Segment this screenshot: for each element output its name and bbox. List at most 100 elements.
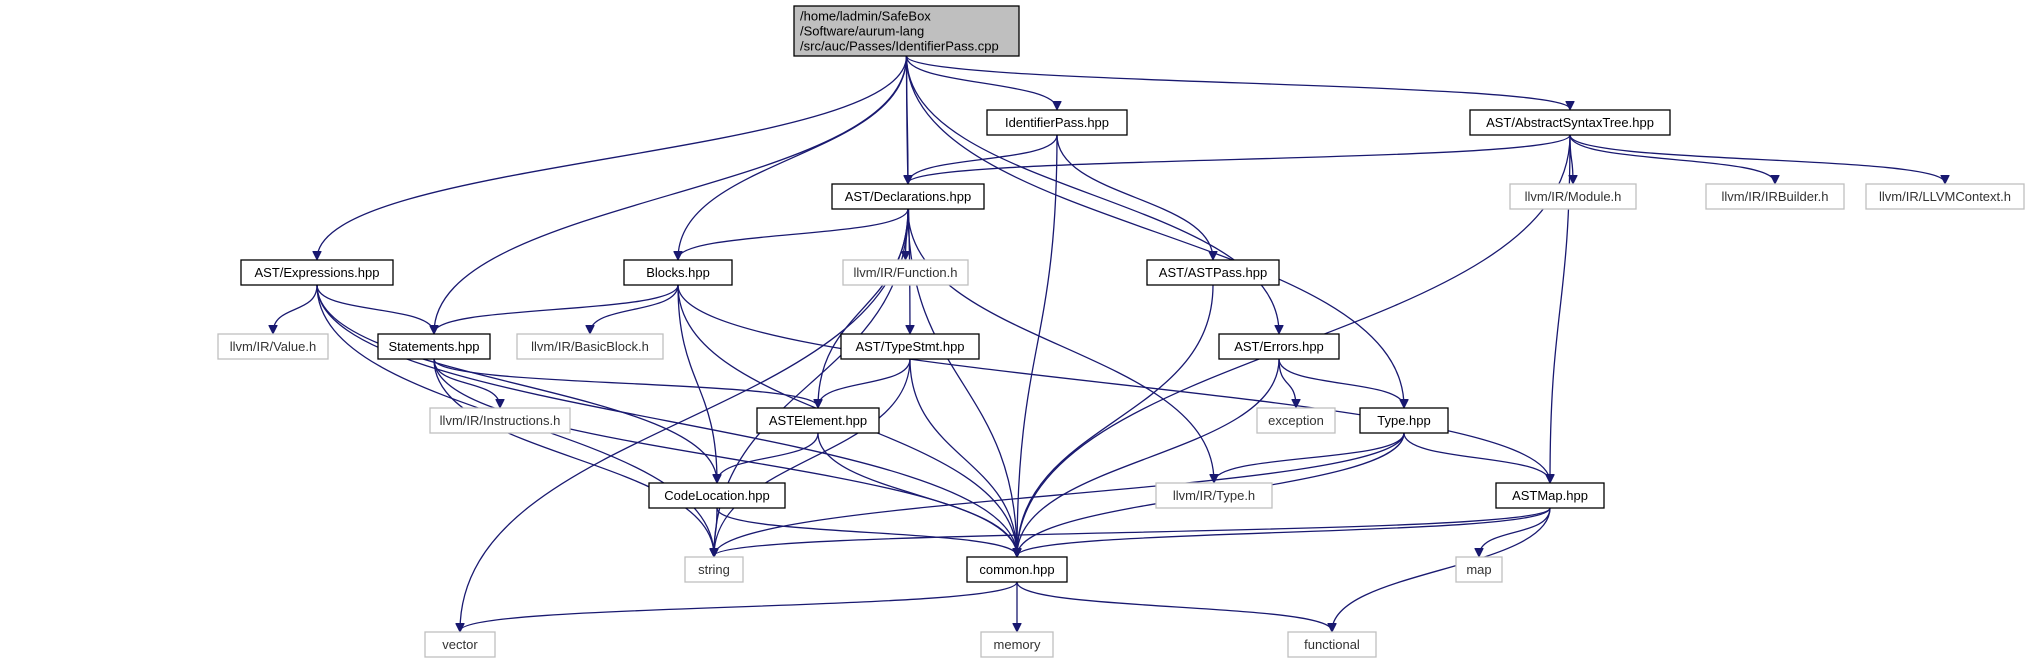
nodes-layer: /home/ladmin/SafeBox/Software/aurum-lang… [217,5,2025,658]
edge-astmap-to-common [1017,507,1551,556]
node-box [648,482,786,509]
edge-ast-abstractsyntaxtree-to-ast-declarations [908,134,1571,183]
node-box [1256,407,1336,434]
node-label: llvm/IR/Function.h [853,265,957,280]
node-box [1155,482,1273,509]
edge-ast-typestmt-to-common [909,358,1017,556]
edge-root-to-ast-abstractsyntaxtree [905,55,1571,109]
node-box [793,5,1020,57]
node-label: AST/TypeStmt.hpp [855,339,964,354]
edge-astelement-to-codelocation [717,432,819,482]
node-label: map [1466,562,1491,577]
node-label: llvm/IR/BasicBlock.h [531,339,649,354]
node-label: /src/auc/Passes/IdentifierPass.cpp [800,39,999,54]
node-memory: memory [980,631,1054,658]
edge-type-to-string [714,432,1405,556]
edge-statements-to-string [433,358,714,556]
node-label: AST/Errors.hpp [1234,339,1324,354]
node-label: string [698,562,730,577]
edge-common-to-functional [1016,581,1332,631]
node-blocks[interactable]: Blocks.hpp [623,259,733,286]
edge-root-to-identifierpass [905,55,1058,109]
node-llvm-type: llvm/IR/Type.h [1155,482,1273,509]
edge-root-to-statements [434,55,908,333]
edge-codelocation-to-string [714,507,717,556]
node-statements[interactable]: Statements.hpp [377,333,491,360]
node-ast-typestmt[interactable]: AST/TypeStmt.hpp [840,333,980,360]
edge-ast-expressions-to-common [316,284,1017,556]
node-box [840,333,980,360]
node-box [424,631,496,658]
node-llvm-function: llvm/IR/Function.h [842,259,969,286]
node-box [986,109,1128,136]
node-box [1509,183,1637,210]
node-label: CodeLocation.hpp [664,488,770,503]
edge-common-to-vector [460,581,1018,631]
node-box [756,407,880,434]
edge-ast-errors-to-common [1017,358,1280,556]
node-box [1146,259,1280,286]
edge-ast-expressions-to-llvm-value [273,284,318,333]
edge-identifierpass-to-ast-astpass [1056,134,1213,259]
node-llvm-irbuilder: llvm/IR/IRBuilder.h [1705,183,1845,210]
node-ast-errors[interactable]: AST/Errors.hpp [1218,333,1340,360]
node-label: exception [1268,413,1324,428]
edge-ast-declarations-to-vector [460,208,909,631]
node-astelement[interactable]: ASTElement.hpp [756,407,880,434]
node-label: AST/Expressions.hpp [254,265,379,280]
node-label: common.hpp [979,562,1054,577]
node-box [966,556,1068,583]
node-label: llvm/IR/Type.h [1173,488,1255,503]
edge-ast-expressions-to-statements [316,284,434,333]
node-label: llvm/IR/Module.h [1525,189,1622,204]
node-box [217,333,329,360]
node-box [1495,482,1605,509]
node-label: Blocks.hpp [646,265,710,280]
edge-ast-errors-to-exception [1278,358,1296,407]
node-box [377,333,491,360]
node-box [516,333,664,360]
node-common[interactable]: common.hpp [966,556,1068,583]
node-vector: vector [424,631,496,658]
node-box [1218,333,1340,360]
node-identifierpass[interactable]: IdentifierPass.hpp [986,109,1128,136]
node-codelocation[interactable]: CodeLocation.hpp [648,482,786,509]
node-map: map [1455,556,1503,583]
edge-blocks-to-astmap [677,284,1550,482]
edge-type-to-astmap [1403,432,1550,482]
node-functional: functional [1287,631,1377,658]
node-llvm-basicblock: llvm/IR/BasicBlock.h [516,333,664,360]
node-label: ASTElement.hpp [769,413,867,428]
edge-ast-expressions-to-codelocation [316,284,717,482]
node-ast-declarations[interactable]: AST/Declarations.hpp [831,183,985,210]
node-root[interactable]: /home/ladmin/SafeBox/Software/aurum-lang… [793,5,1020,57]
edge-blocks-to-statements [434,284,679,333]
edge-identifierpass-to-common [1017,134,1058,556]
edge-codelocation-to-common [716,507,1017,556]
node-label: vector [442,637,478,652]
node-ast-expressions[interactable]: AST/Expressions.hpp [240,259,394,286]
node-label: llvm/IR/IRBuilder.h [1722,189,1829,204]
node-ast-abstractsyntaxtree[interactable]: AST/AbstractSyntaxTree.hpp [1469,109,1671,136]
node-box [623,259,733,286]
node-llvm-instructions: llvm/IR/Instructions.h [429,407,571,434]
node-label: Statements.hpp [388,339,479,354]
node-box [1469,109,1671,136]
edge-ast-abstractsyntaxtree-to-llvm-llvmcontext [1569,134,1945,183]
node-llvm-llvmcontext: llvm/IR/LLVMContext.h [1865,183,2025,210]
node-label: IdentifierPass.hpp [1005,115,1109,130]
node-box [1359,407,1449,434]
node-type[interactable]: Type.hpp [1359,407,1449,434]
node-box [1287,631,1377,658]
edge-ast-typestmt-to-string [714,358,911,556]
node-llvm-value: llvm/IR/Value.h [217,333,329,360]
edge-ast-abstractsyntaxtree-to-llvm-irbuilder [1569,134,1775,183]
edge-type-to-llvm-type [1214,432,1405,482]
node-label: ASTMap.hpp [1512,488,1588,503]
edge-statements-to-llvm-instructions [433,358,500,407]
node-box [980,631,1054,658]
edge-ast-astpass-to-common [1017,284,1214,556]
node-astmap[interactable]: ASTMap.hpp [1495,482,1605,509]
node-ast-astpass[interactable]: AST/ASTPass.hpp [1146,259,1280,286]
